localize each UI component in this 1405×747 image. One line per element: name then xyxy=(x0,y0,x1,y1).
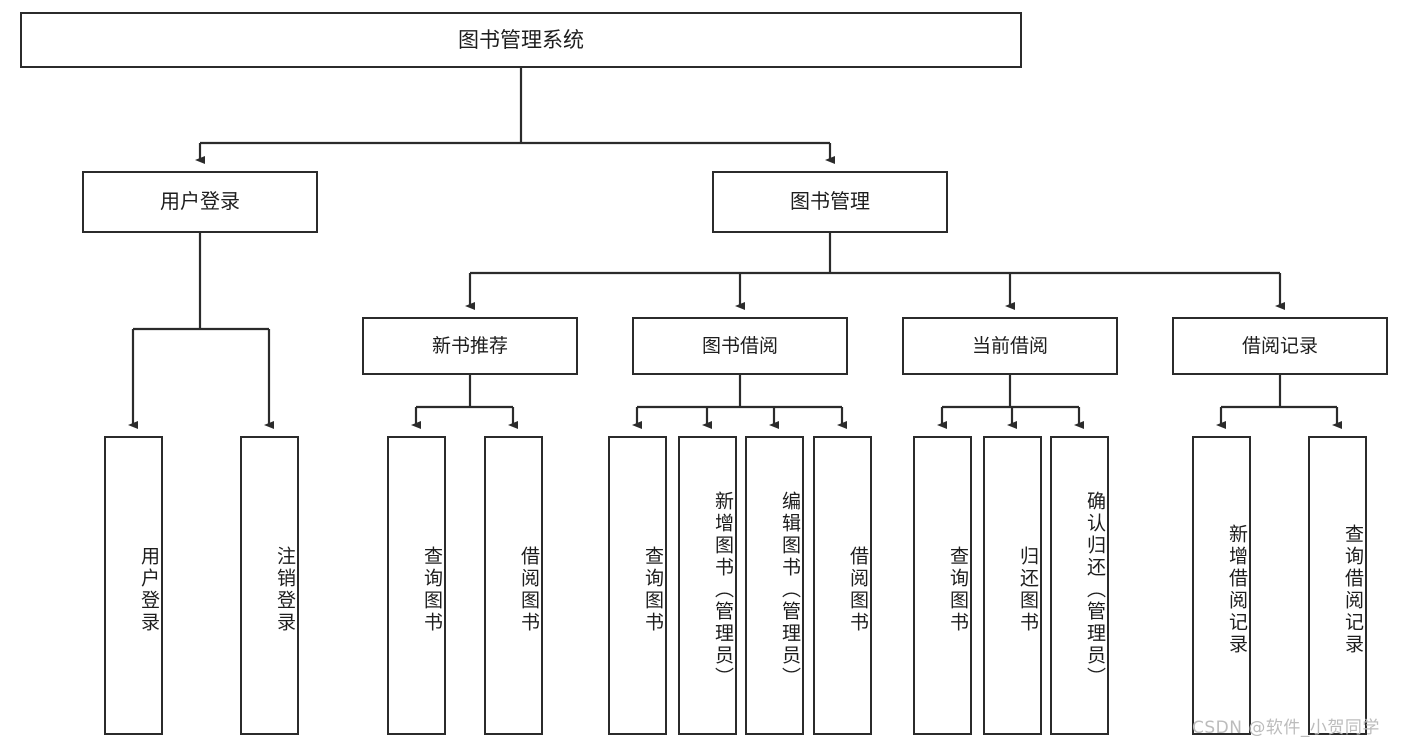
node-label-new-book-rec: 新书推荐 xyxy=(431,334,508,357)
node-label-leaf-bb-borrow: 借阅图书 xyxy=(847,545,869,634)
node-label-leaf-cb-confirm: 确认归还（管理员） xyxy=(1084,490,1106,689)
node-label-leaf-nb-borrow: 借阅图书 xyxy=(518,545,540,634)
node-root[interactable]: 图书管理系统 xyxy=(20,12,1022,68)
node-leaf-bb-edit[interactable]: 编辑图书（管理员） xyxy=(745,436,804,735)
node-leaf-cb-return[interactable]: 归还图书 xyxy=(983,436,1042,735)
node-label-borrow-record: 借阅记录 xyxy=(1241,334,1318,357)
node-leaf-user-logout[interactable]: 注销登录 xyxy=(240,436,299,735)
node-label-leaf-br-add: 新增借阅记录 xyxy=(1226,523,1248,656)
node-leaf-cb-confirm[interactable]: 确认归还（管理员） xyxy=(1050,436,1109,735)
node-label-current-borrow: 当前借阅 xyxy=(971,334,1048,357)
node-leaf-bb-query[interactable]: 查询图书 xyxy=(608,436,667,735)
node-book-manage[interactable]: 图书管理 xyxy=(712,171,948,233)
node-label-leaf-bb-query: 查询图书 xyxy=(642,545,664,634)
node-user-login[interactable]: 用户登录 xyxy=(82,171,318,233)
node-leaf-br-add[interactable]: 新增借阅记录 xyxy=(1192,436,1251,735)
node-label-book-manage: 图书管理 xyxy=(790,189,870,214)
node-label-root: 图书管理系统 xyxy=(458,27,584,52)
node-label-leaf-br-query: 查询借阅记录 xyxy=(1342,523,1364,656)
node-leaf-user-login[interactable]: 用户登录 xyxy=(104,436,163,735)
node-label-book-borrow: 图书借阅 xyxy=(701,334,778,357)
node-leaf-nb-query[interactable]: 查询图书 xyxy=(387,436,446,735)
node-current-borrow[interactable]: 当前借阅 xyxy=(902,317,1118,375)
node-borrow-record[interactable]: 借阅记录 xyxy=(1172,317,1388,375)
node-leaf-cb-query[interactable]: 查询图书 xyxy=(913,436,972,735)
node-book-borrow[interactable]: 图书借阅 xyxy=(632,317,848,375)
node-label-leaf-cb-query: 查询图书 xyxy=(947,545,969,634)
edge-paths xyxy=(128,68,1342,429)
node-leaf-bb-add[interactable]: 新增图书（管理员） xyxy=(678,436,737,735)
node-new-book-rec[interactable]: 新书推荐 xyxy=(362,317,578,375)
node-label-leaf-bb-add: 新增图书（管理员） xyxy=(712,490,734,689)
node-label-leaf-cb-return: 归还图书 xyxy=(1017,545,1039,634)
node-leaf-br-query[interactable]: 查询借阅记录 xyxy=(1308,436,1367,735)
node-label-user-login: 用户登录 xyxy=(160,189,240,214)
node-leaf-bb-borrow[interactable]: 借阅图书 xyxy=(813,436,872,735)
node-label-leaf-nb-query: 查询图书 xyxy=(421,545,443,634)
node-label-leaf-user-logout: 注销登录 xyxy=(274,545,296,634)
node-label-leaf-user-login: 用户登录 xyxy=(138,545,160,634)
node-leaf-nb-borrow[interactable]: 借阅图书 xyxy=(484,436,543,735)
node-label-leaf-bb-edit: 编辑图书（管理员） xyxy=(779,490,801,689)
